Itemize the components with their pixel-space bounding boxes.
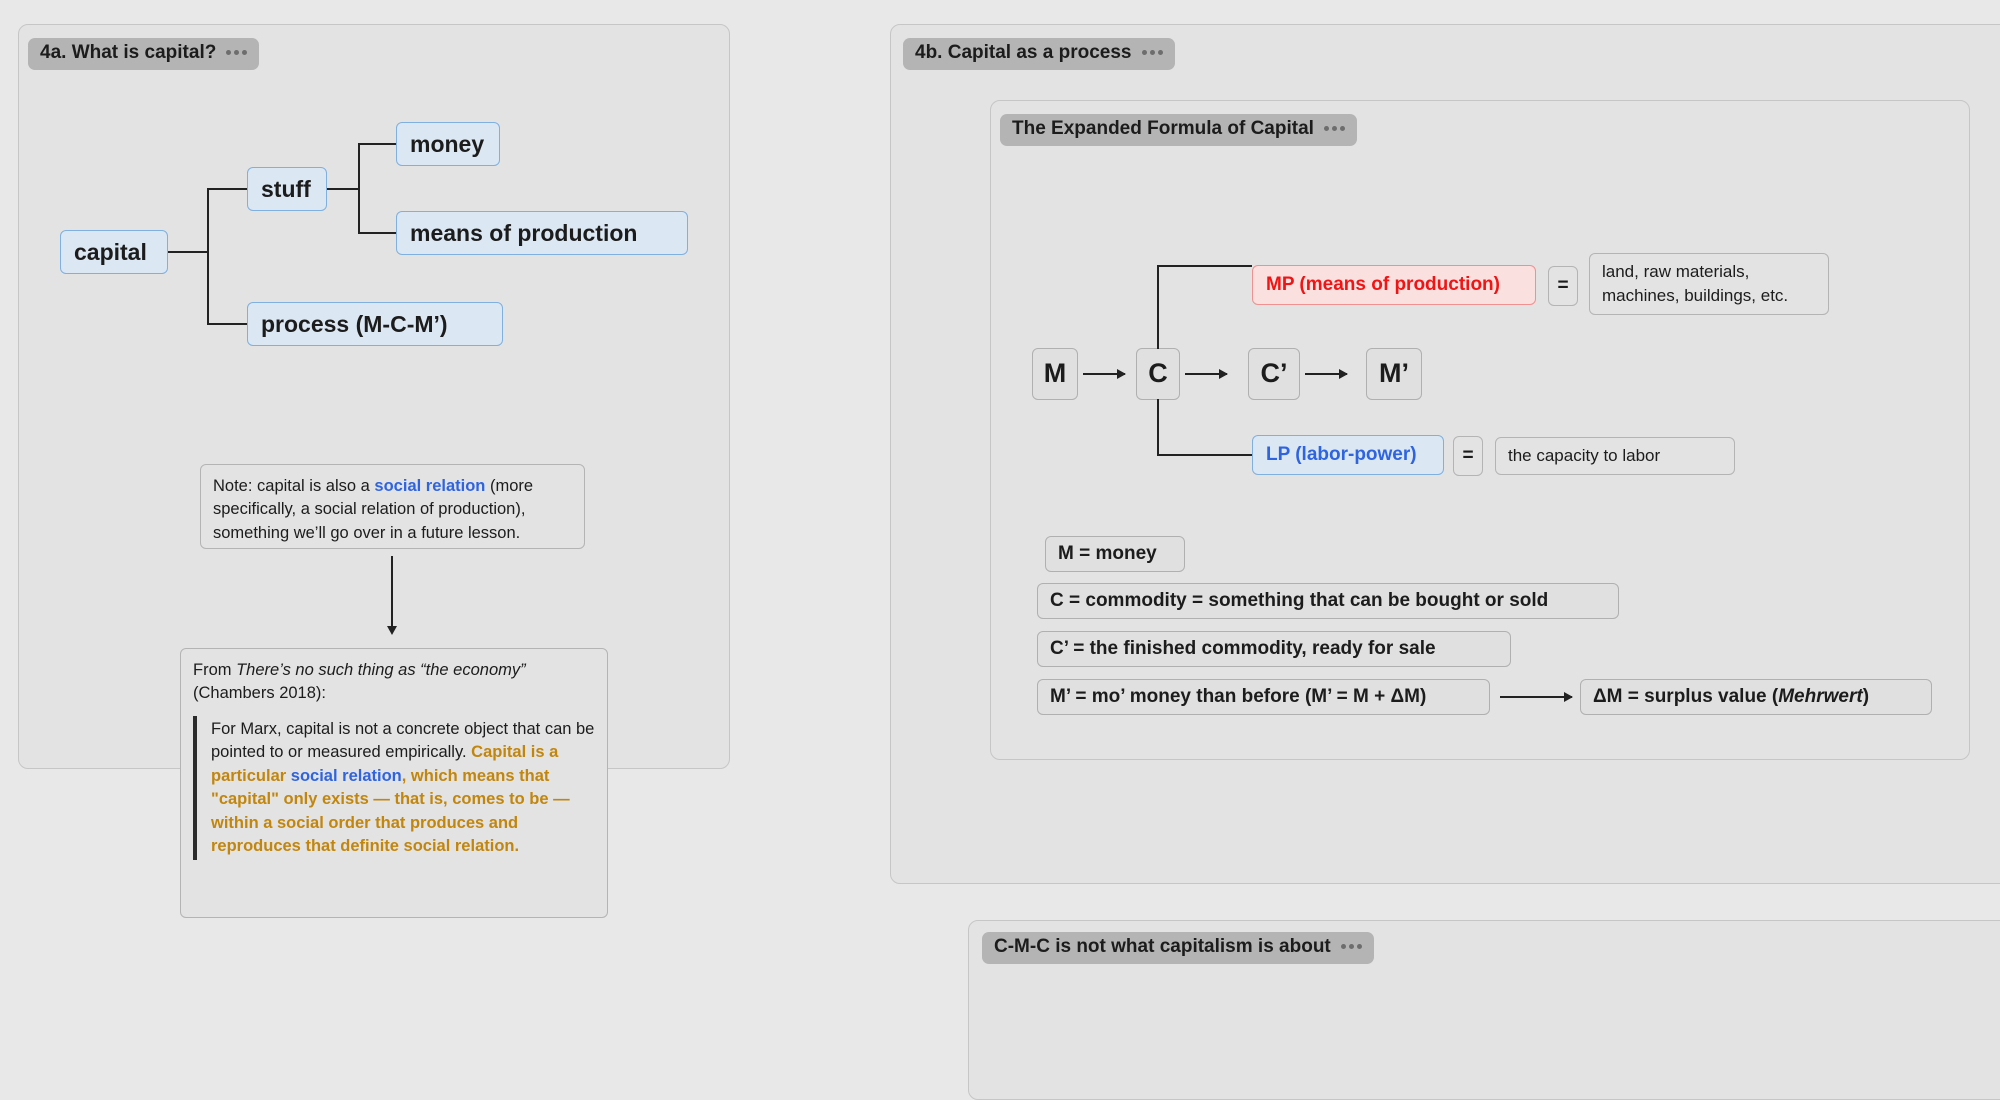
legend-M[interactable]: M = money — [1045, 536, 1185, 572]
connector-capital-vertical — [207, 189, 209, 324]
source-citation-line: From There’s no such thing as “the econo… — [193, 659, 595, 706]
node-M-prime-label: M’ — [1379, 358, 1409, 389]
node-MP-label: MP (means of production) — [1266, 274, 1500, 296]
node-M-prime[interactable]: M’ — [1366, 348, 1422, 400]
panel-label-4b[interactable]: 4b. Capital as a process — [903, 38, 1175, 70]
legend-M-prime[interactable]: M’ = mo’ money than before (M’ = M + ΔM) — [1037, 679, 1490, 715]
node-means-of-production-label: means of production — [410, 219, 638, 246]
legend-M-prime-label: M’ = mo’ money than before (M’ = M + ΔM) — [1050, 686, 1427, 708]
value-MP[interactable]: land, raw materials, machines, buildings… — [1589, 253, 1829, 315]
legend-delta-M-prefix: ΔM = surplus value ( — [1593, 686, 1779, 708]
connector-to-process — [207, 323, 247, 325]
node-capital-label: capital — [74, 238, 147, 265]
quote-blue: social relation — [290, 766, 402, 785]
quote-gold-2: , which means that "capital" only exists… — [211, 766, 570, 855]
equals-MP-text: = — [1557, 275, 1569, 296]
connector-stuff-trunk — [327, 188, 359, 190]
node-M-label: M — [1043, 358, 1067, 389]
arrow-note-to-source — [387, 556, 397, 635]
panel-what-is-capital[interactable] — [18, 24, 730, 769]
legend-C-prime-label: C’ = the finished commodity, ready for s… — [1050, 638, 1436, 660]
legend-delta-M-italic: Mehrwert — [1778, 686, 1863, 708]
value-LP-text: the capacity to labor — [1508, 445, 1661, 465]
equals-sign-LP: = — [1453, 436, 1483, 476]
node-money-label: money — [410, 130, 485, 157]
node-LP-label: LP (labor-power) — [1266, 444, 1417, 466]
node-MP[interactable]: MP (means of production) — [1252, 265, 1536, 305]
node-stuff-label: stuff — [261, 175, 311, 202]
source-title: There’s no such thing as “the economy” — [236, 661, 526, 679]
arrow-M-to-C — [1083, 369, 1126, 379]
panel-label-formula-text: The Expanded Formula of Capital — [1012, 118, 1314, 139]
arrow-Mprime-to-deltaM — [1500, 692, 1573, 702]
note-prefix: Note: capital is also a — [213, 477, 375, 495]
connector-C-up — [1157, 266, 1159, 349]
node-C-prime-label: C’ — [1260, 358, 1288, 389]
node-stuff[interactable]: stuff — [247, 167, 327, 211]
ellipsis-icon[interactable] — [226, 49, 248, 57]
connector-C-to-LP — [1157, 454, 1252, 456]
panel-label-formula[interactable]: The Expanded Formula of Capital — [1000, 114, 1357, 146]
ellipsis-icon[interactable] — [1340, 943, 1362, 951]
node-money[interactable]: money — [396, 122, 500, 166]
panel-label-4a-text: 4a. What is capital? — [40, 42, 217, 63]
legend-M-label: M = money — [1058, 543, 1157, 565]
quote-plain: For Marx, capital is not a concrete obje… — [211, 719, 595, 762]
equals-sign-MP: = — [1548, 266, 1578, 306]
node-capital[interactable]: capital — [60, 230, 168, 274]
node-C[interactable]: C — [1136, 348, 1180, 400]
node-C-label: C — [1148, 358, 1168, 389]
connector-to-mop — [358, 232, 396, 234]
node-process[interactable]: process (M-C-M’) — [247, 302, 503, 346]
node-M[interactable]: M — [1032, 348, 1078, 400]
legend-C-label: C = commodity = something that can be bo… — [1050, 590, 1549, 612]
node-C-prime[interactable]: C’ — [1248, 348, 1300, 400]
source-quote-box[interactable]: From There’s no such thing as “the econo… — [180, 648, 608, 918]
source-lead: From — [193, 661, 237, 679]
panel-label-4a[interactable]: 4a. What is capital? — [28, 38, 260, 70]
value-LP[interactable]: the capacity to labor — [1495, 437, 1735, 475]
quote-gold-1: Capital is a particular — [211, 743, 559, 785]
panel-label-cmc-text: C-M-C is not what capitalism is about — [994, 936, 1331, 957]
note-suffix: (more specifically, a social relation of… — [213, 477, 534, 542]
connector-stuff-vertical — [358, 144, 360, 233]
equals-LP-text: = — [1462, 445, 1474, 466]
note-box[interactable]: Note: capital is also a social relation … — [200, 464, 585, 549]
ellipsis-icon[interactable] — [1141, 49, 1163, 57]
legend-C-prime[interactable]: C’ = the finished commodity, ready for s… — [1037, 631, 1511, 667]
arrow-Cprime-to-Mprime — [1305, 369, 1348, 379]
note-link-social-relation[interactable]: social relation — [374, 477, 486, 495]
ellipsis-icon[interactable] — [1323, 125, 1345, 133]
panel-label-cmc[interactable]: C-M-C is not what capitalism is about — [982, 932, 1374, 964]
panel-label-4b-text: 4b. Capital as a process — [915, 42, 1132, 63]
node-means-of-production[interactable]: means of production — [396, 211, 688, 255]
connector-to-stuff — [207, 188, 247, 190]
connector-to-money — [358, 143, 396, 145]
value-MP-text: land, raw materials, machines, buildings… — [1602, 261, 1789, 305]
legend-delta-M-suffix: ) — [1862, 686, 1870, 708]
node-LP[interactable]: LP (labor-power) — [1252, 435, 1444, 475]
node-process-label: process (M-C-M’) — [261, 310, 448, 337]
legend-delta-M[interactable]: ΔM = surplus value (Mehrwert) — [1580, 679, 1932, 715]
blockquote: For Marx, capital is not a concrete obje… — [193, 715, 595, 861]
legend-C[interactable]: C = commodity = something that can be bo… — [1037, 583, 1619, 619]
connector-C-down — [1157, 399, 1159, 455]
connector-C-to-MP — [1157, 265, 1252, 267]
source-citation: (Chambers 2018): — [193, 684, 326, 703]
arrow-C-to-Cprime — [1185, 369, 1228, 379]
connector-capital-trunk — [168, 251, 208, 253]
